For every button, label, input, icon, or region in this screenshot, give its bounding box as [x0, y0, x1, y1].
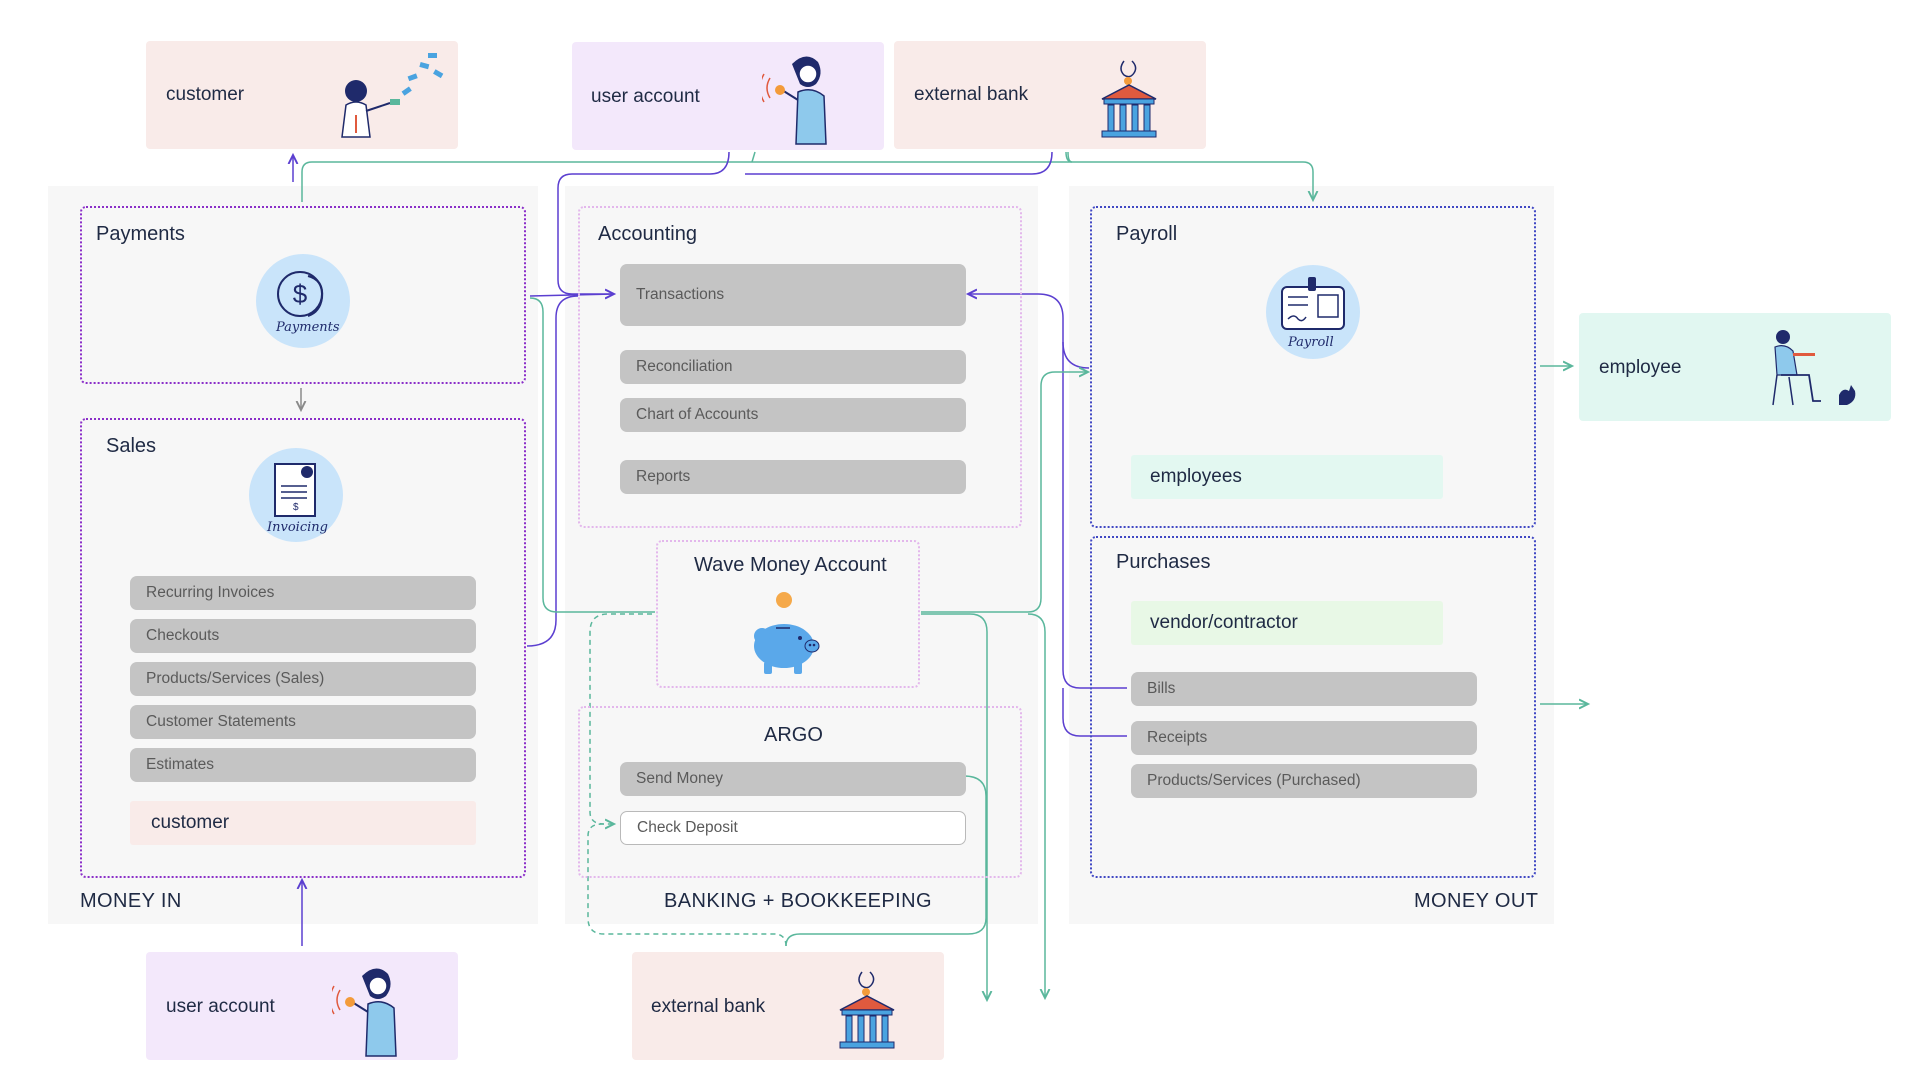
- employee-laptop-illustration-icon: [1772, 330, 1856, 406]
- money-in-label: MONEY IN: [80, 890, 182, 912]
- line-payroll-to-transactions: [968, 294, 1090, 369]
- pill-reconciliation[interactable]: Reconciliation: [620, 350, 966, 384]
- payroll-section: Payroll: [1090, 206, 1536, 528]
- pill-bills[interactable]: Bills: [1131, 672, 1477, 706]
- payroll-icon-caption: Payroll: [1288, 335, 1334, 350]
- user-account-label: user account: [591, 86, 700, 107]
- banking-bookkeeping-label: BANKING + BOOKKEEPING: [664, 890, 932, 912]
- payments-title: Payments: [96, 223, 185, 245]
- vendor-contractor-tag: vendor/contractor: [1131, 601, 1443, 645]
- payments-icon-caption: Payments: [276, 320, 340, 335]
- pill-checkouts[interactable]: Checkouts: [130, 619, 476, 653]
- sales-title: Sales: [106, 435, 157, 457]
- user-phone-bottom-illustration-icon: [332, 968, 397, 1057]
- user-phone-illustration-icon: [762, 56, 827, 145]
- bank-building-icon: [1101, 60, 1157, 138]
- external-bank-label: external bank: [914, 84, 1029, 105]
- customer-illustration-icon: [341, 53, 444, 138]
- employee-card: employee: [1579, 313, 1891, 421]
- invoicing-icon-caption: Invoicing: [267, 520, 328, 535]
- pill-customer-statements[interactable]: Customer Statements: [130, 705, 476, 739]
- employee-label: employee: [1599, 357, 1682, 378]
- argo-title: ARGO: [764, 724, 823, 746]
- pill-products-services-purchased[interactable]: Products/Services (Purchased): [1131, 764, 1477, 798]
- line-bank-to-check-deposit: [587, 824, 787, 947]
- pill-send-money[interactable]: Send Money: [620, 762, 966, 796]
- accounting-section: Accounting: [578, 206, 1022, 528]
- line-payments-to-wave: [529, 297, 655, 613]
- line-wave-down-2: [1027, 613, 1045, 998]
- payroll-id-card-icon: Payroll: [1266, 265, 1360, 359]
- employees-tag: employees: [1131, 455, 1443, 499]
- external-bank-card-top: external bank: [894, 41, 1206, 149]
- customer-label: customer: [166, 84, 245, 105]
- svg-text:$: $: [293, 502, 299, 513]
- pill-chart-of-accounts[interactable]: Chart of Accounts: [620, 398, 966, 432]
- bank-building-bottom-icon: [839, 971, 895, 1049]
- external-bank-card-bottom: external bank: [632, 952, 944, 1060]
- payments-dollar-icon: $ Payments: [256, 254, 350, 348]
- svg-text:$: $: [293, 279, 308, 309]
- sales-customer-tag: customer: [130, 801, 476, 845]
- line-wave-down-1: [921, 613, 987, 1000]
- wave-money-account-section: Wave Money Account: [656, 540, 920, 688]
- pill-check-deposit[interactable]: Check Deposit: [620, 811, 966, 845]
- purchases-section: Purchases: [1090, 536, 1536, 878]
- customer-card-top: customer: [146, 41, 458, 149]
- user-account-bottom-label: user account: [166, 996, 275, 1017]
- user-account-card-top: user account: [572, 42, 884, 150]
- wave-money-title: Wave Money Account: [694, 554, 887, 576]
- user-account-card-bottom: user account: [146, 952, 458, 1060]
- payroll-title: Payroll: [1116, 223, 1178, 245]
- line-bank-to-transactions: [557, 151, 730, 294]
- external-bank-bottom-label: external bank: [651, 996, 766, 1017]
- invoicing-icon: $ Invoicing: [249, 448, 343, 542]
- line-send-money-to-bank: [785, 775, 987, 947]
- line-wave-to-payroll: [921, 372, 1088, 613]
- line-top-bus: [301, 161, 1313, 202]
- money-out-label: MONEY OUT: [1414, 890, 1539, 912]
- pill-recurring-invoices[interactable]: Recurring Invoices: [130, 576, 476, 610]
- piggy-bank-icon: [754, 592, 820, 674]
- accounting-title: Accounting: [598, 223, 697, 245]
- line-sales-to-transactions: [526, 295, 579, 647]
- pill-receipts[interactable]: Receipts: [1131, 721, 1477, 755]
- pill-reports[interactable]: Reports: [620, 460, 966, 494]
- pill-transactions[interactable]: Transactions: [620, 264, 966, 326]
- pill-products-services-sales[interactable]: Products/Services (Sales): [130, 662, 476, 696]
- purchases-title: Purchases: [1116, 551, 1211, 573]
- argo-section: ARGO: [578, 706, 1022, 878]
- pill-estimates[interactable]: Estimates: [130, 748, 476, 782]
- payments-section: Payments: [80, 206, 526, 384]
- sales-section: Sales: [80, 418, 526, 878]
